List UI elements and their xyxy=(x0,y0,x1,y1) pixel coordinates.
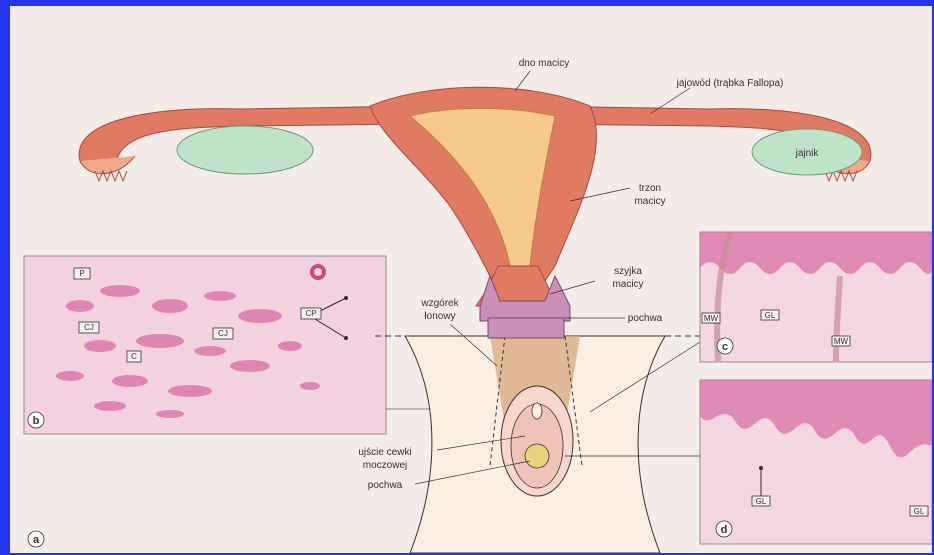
label-c: C xyxy=(131,352,137,361)
panel-letter-a: a xyxy=(33,534,40,546)
label-vagina-lower: pochwa xyxy=(368,480,403,491)
label-fundus: dno macicy xyxy=(519,58,570,69)
label-body-1: trzon xyxy=(639,183,661,194)
label-cervix-1: szyjka xyxy=(614,266,642,277)
label-gl-c: GL xyxy=(765,311,776,320)
label-cp: CP xyxy=(305,309,316,318)
label-p: P xyxy=(79,269,84,278)
label-mons-2: łonowy xyxy=(424,311,455,322)
panel-letter-c: c xyxy=(722,341,728,353)
panel-letter-b: b xyxy=(33,415,40,427)
label-mons-1: wzgórek xyxy=(420,298,459,309)
histology-panel-c: MW GL MW c xyxy=(700,232,932,362)
anatomy-figure: P CJ CJ C CP b xyxy=(10,6,932,553)
label-mw-2: MW xyxy=(834,337,849,346)
label-gl-d-2: GL xyxy=(914,507,925,516)
left-ovary xyxy=(177,126,313,174)
vulva-region xyxy=(375,324,700,553)
label-cervix-2: macicy xyxy=(612,279,643,290)
panel-letter-d: d xyxy=(721,524,728,536)
label-ovary: jajnik xyxy=(795,148,820,159)
histology-panel-d: GL GL d xyxy=(700,380,932,544)
label-vagina-upper: pochwa xyxy=(628,313,663,324)
label-urethra-1: ujście cewki xyxy=(358,447,411,458)
label-gl-d-1: GL xyxy=(756,497,767,506)
label-urethra-2: moczowej xyxy=(363,460,407,471)
label-cj-2: CJ xyxy=(218,329,228,338)
label-body-2: macicy xyxy=(634,196,665,207)
label-mw-1: MW xyxy=(704,314,719,323)
label-cj-1: CJ xyxy=(84,323,94,332)
label-oviduct: jajowód (trąbka Fallopa) xyxy=(676,78,784,89)
